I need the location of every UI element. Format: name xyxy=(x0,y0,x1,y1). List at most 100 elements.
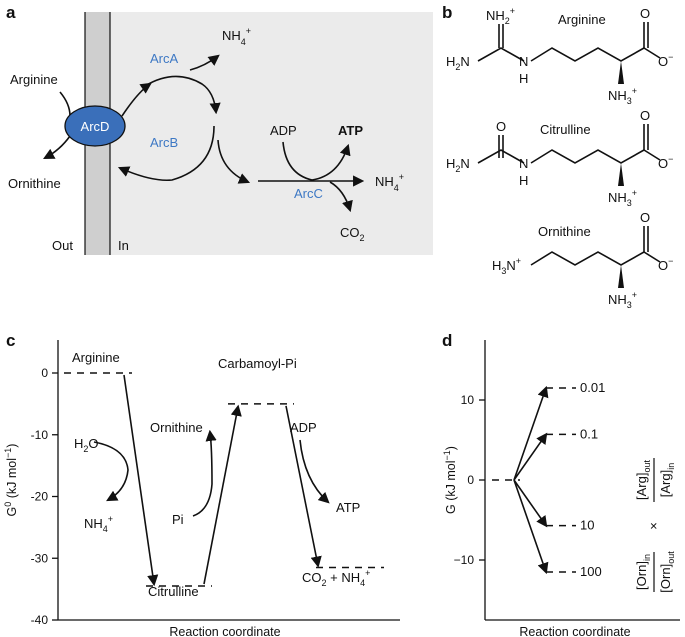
n-arg: N xyxy=(519,54,528,69)
panel-d-fan: 0.01 0.1 10 100 xyxy=(513,380,605,579)
o-arg: O xyxy=(640,6,650,21)
panel-label-a: a xyxy=(6,3,16,22)
panel-label-d: d xyxy=(442,331,452,350)
ornithine-label-c: Ornithine xyxy=(150,420,203,435)
panel-d-x-label: Reaction coordinate xyxy=(519,625,630,637)
o-orn: O xyxy=(640,210,650,225)
citrulline-name: Citrulline xyxy=(540,122,591,137)
arcd-transporter xyxy=(64,105,126,147)
ominus-cit: O− xyxy=(658,154,673,171)
panel-c-ticks: 0 -10 -20 -30 -40 xyxy=(31,366,58,627)
atp-label-c: ATP xyxy=(336,500,360,515)
ornithine-structure: Ornithine H3N+ O O− NH3+ xyxy=(492,210,673,310)
ratio-expression: [Orn]in [Orn]out × [Arg]out [Arg]in xyxy=(634,458,676,593)
d-tick-label: 10 xyxy=(461,393,475,407)
atp-label-a: ATP xyxy=(338,123,363,138)
pi-ornithine-arrow xyxy=(192,429,217,517)
arginine-name: Arginine xyxy=(558,12,606,27)
ominus-orn: O− xyxy=(658,256,673,273)
c-tick-label: -30 xyxy=(31,551,49,565)
ornithine-export-arrow xyxy=(43,135,71,160)
d-ratio-label: 0.01 xyxy=(580,380,605,395)
nh4-top-label: NH4+ xyxy=(222,26,251,47)
nh4-right-label: NH4+ xyxy=(375,172,404,193)
arg-out: [Arg]out xyxy=(634,460,652,500)
arca-nh4-release-arrow xyxy=(189,54,220,71)
o-citrulline-carbonyl: O xyxy=(496,119,506,134)
c-tick-label: -10 xyxy=(31,428,49,442)
o-cit: O xyxy=(640,108,650,123)
carbamoyl-to-co2-arrow xyxy=(285,405,322,568)
panel-d: d 100−10 G (kJ mol−1) Reaction coordinat… xyxy=(442,331,680,637)
panel-a: a ArcD Arginine Ornithine ArcA ArcB ArcC… xyxy=(6,3,433,255)
c-tick-label: -40 xyxy=(31,613,49,627)
arcd-label: ArcD xyxy=(81,119,110,134)
h3nplus-group: H3N+ xyxy=(492,256,521,276)
carbamoyl-label: Carbamoyl-Pi xyxy=(218,356,297,371)
adp-label-a: ADP xyxy=(270,123,297,138)
out-label: Out xyxy=(52,238,73,253)
ominus-arg: O− xyxy=(658,52,673,69)
ornithine-name: Ornithine xyxy=(538,224,591,239)
citrulline-to-arcc-arrow xyxy=(217,139,251,184)
panel-d-y-label: G (kJ mol−1) xyxy=(442,446,458,514)
h-arg: H xyxy=(519,71,528,86)
citrulline-structure: Citrulline O H2N N H O O− NH3+ xyxy=(446,108,673,208)
d-fan-arrow xyxy=(513,385,549,481)
cell-interior xyxy=(110,12,433,255)
adp-to-atp-arrow xyxy=(282,141,351,181)
ornithine-label-a: Ornithine xyxy=(8,176,61,191)
panel-b: b Arginine NH2+ H2N N H O O− NH3+ Citrul… xyxy=(442,3,673,310)
citrulline-to-carbamoyl-arrow xyxy=(203,404,242,585)
d-fan-arrow xyxy=(513,479,549,575)
c-tick-label: -20 xyxy=(31,490,49,504)
arginine-to-citrulline-arrow xyxy=(123,374,159,587)
d-ratio-label: 10 xyxy=(580,518,594,533)
h2n-group-arg: H2N xyxy=(446,54,470,72)
arcb-arrow xyxy=(117,125,215,182)
orn-out: [Orn]out xyxy=(658,551,676,593)
h2n-group-cit: H2N xyxy=(446,156,470,174)
arginine-to-arca-arrow xyxy=(121,82,152,117)
arginine-uptake-arrow xyxy=(59,91,71,117)
panel-c-x-label: Reaction coordinate xyxy=(169,625,280,637)
pi-label: Pi xyxy=(172,512,184,527)
adp-label-c: ADP xyxy=(290,420,317,435)
d-fan-arrow xyxy=(513,432,548,481)
arca-arrow xyxy=(144,75,221,115)
panel-d-ticks: 10 0 −10 xyxy=(454,393,485,567)
panel-label-b: b xyxy=(442,3,452,22)
arginine-label-c: Arginine xyxy=(72,350,120,365)
d-ratio-label: 0.1 xyxy=(580,426,598,441)
h2o-label: H2O xyxy=(74,436,99,454)
panel-label-c: c xyxy=(6,331,15,350)
panel-c: c 0 -10 -20 -30 -40 G0 (kJ mol−1) Reaction c… xyxy=(3,331,400,637)
d-tick-label: −10 xyxy=(454,553,475,567)
arginine-label-a: Arginine xyxy=(10,72,58,87)
nh2plus-group: NH2+ xyxy=(486,6,515,26)
adp-atp-arrow-c xyxy=(299,439,330,504)
h-cit: H xyxy=(519,173,528,188)
nh3plus-cit: NH3+ xyxy=(608,188,637,208)
co2-release-arrow xyxy=(329,181,353,213)
c-tick-label: 0 xyxy=(41,366,48,380)
nh4-label-c: NH4+ xyxy=(84,514,113,534)
orn-in: [Orn]in xyxy=(634,554,652,590)
d-ratio-label: 100 xyxy=(580,564,602,579)
d-fan-arrow xyxy=(513,479,548,528)
co2-label-a: CO2 xyxy=(340,225,365,243)
times-sign: × xyxy=(646,522,661,530)
h2o-nh4-arrow xyxy=(93,441,129,502)
citrulline-label-c: Citrulline xyxy=(148,584,199,599)
arcc-label: ArcC xyxy=(294,186,323,201)
arg-in: [Arg]in xyxy=(658,463,676,497)
in-label: In xyxy=(118,238,129,253)
n-cit: N xyxy=(519,156,528,171)
nh3plus-arg: NH3+ xyxy=(608,86,637,106)
co2-nh4-label: CO2 + NH4+ xyxy=(302,568,370,588)
arcb-label: ArcB xyxy=(150,135,178,150)
d-tick-label: 0 xyxy=(467,473,474,487)
panel-c-y-label: G0 (kJ mol−1) xyxy=(3,444,19,517)
nh3plus-orn: NH3+ xyxy=(608,290,637,310)
